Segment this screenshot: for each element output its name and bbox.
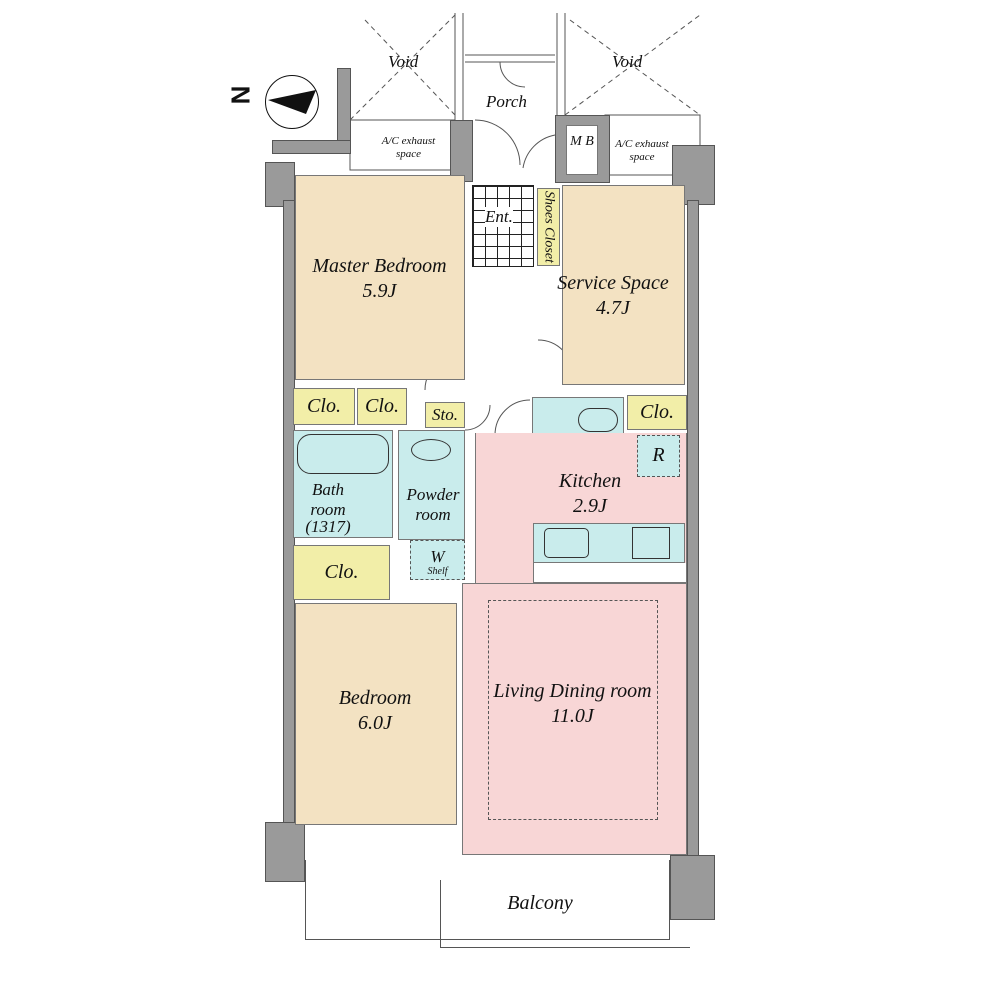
entrance-label: Ent. bbox=[485, 207, 513, 227]
master-bedroom-name: Master Bedroom bbox=[312, 255, 447, 277]
wall bbox=[687, 200, 699, 860]
bath-room bbox=[293, 430, 393, 538]
counter-ledge bbox=[533, 563, 687, 583]
ac-exhaust-right-label: A/C exhaust space bbox=[615, 138, 669, 163]
bedroom-name: Bedroom bbox=[338, 687, 412, 709]
closet-1-label: Clo. bbox=[307, 395, 341, 417]
wall bbox=[670, 855, 715, 920]
wall bbox=[265, 162, 295, 207]
refrigerator-label: R bbox=[652, 444, 665, 466]
closet-4: Clo. bbox=[293, 545, 390, 600]
balcony-label: Balcony bbox=[507, 892, 573, 914]
bedroom bbox=[295, 603, 457, 825]
washer-label: W bbox=[430, 547, 445, 566]
bath-room-name: Bath room bbox=[310, 480, 346, 519]
powder-room bbox=[398, 430, 465, 540]
kitchen-sink-icon bbox=[544, 528, 589, 558]
refrigerator-space: R bbox=[637, 435, 680, 477]
living-dining-size: 11.0J bbox=[551, 705, 594, 727]
closet-2-label: Clo. bbox=[365, 395, 399, 417]
wall bbox=[265, 822, 305, 882]
ceiling-outline bbox=[488, 600, 658, 820]
bathtub-icon bbox=[297, 434, 389, 474]
sink-icon bbox=[411, 439, 451, 461]
service-space-name: Service Space bbox=[557, 272, 669, 294]
balcony bbox=[305, 860, 670, 940]
storage: Sto. bbox=[425, 402, 465, 428]
porch-label: Porch bbox=[486, 92, 527, 111]
void-left-label: Void bbox=[388, 52, 419, 71]
void-right-label: Void bbox=[612, 52, 643, 71]
closet-3-label: Clo. bbox=[640, 401, 674, 423]
wall bbox=[272, 140, 351, 154]
wall bbox=[450, 120, 473, 182]
storage-label: Sto. bbox=[432, 405, 458, 424]
kitchen-name: Kitchen bbox=[558, 470, 622, 492]
washer-space: W Shelf bbox=[410, 540, 465, 580]
living-dining-name: Living Dining room bbox=[493, 680, 652, 702]
compass-label: N bbox=[225, 85, 256, 105]
closet-1: Clo. bbox=[293, 388, 355, 425]
master-bedroom bbox=[295, 175, 465, 380]
living-dining-room bbox=[462, 583, 687, 855]
meter-box-label: M B bbox=[570, 134, 594, 149]
shoes-closet-label: Shoes Closet bbox=[541, 191, 557, 263]
bath-room-size: (1317) bbox=[305, 517, 351, 536]
shoes-closet: Shoes Closet bbox=[537, 188, 560, 266]
bedroom-size: 6.0J bbox=[358, 712, 392, 734]
ac-exhaust-left-label: A/C exhaust space bbox=[381, 135, 436, 160]
kitchen-size: 2.9J bbox=[573, 495, 607, 517]
service-space-size: 4.7J bbox=[596, 297, 630, 319]
balcony-rail bbox=[440, 880, 690, 948]
closet-4-label: Clo. bbox=[324, 561, 359, 583]
shelf-label: Shelf bbox=[427, 566, 448, 577]
north-compass-icon bbox=[265, 75, 319, 129]
closet-2: Clo. bbox=[357, 388, 407, 425]
toilet-icon bbox=[578, 408, 618, 432]
kitchen-counter bbox=[533, 523, 685, 563]
meter-box: M B bbox=[566, 125, 598, 175]
service-space bbox=[562, 185, 685, 385]
closet-3: Clo. bbox=[627, 395, 687, 430]
master-bedroom-size: 5.9J bbox=[362, 280, 397, 302]
powder-room-label: Powder room bbox=[406, 485, 460, 524]
stove-icon bbox=[632, 527, 670, 559]
